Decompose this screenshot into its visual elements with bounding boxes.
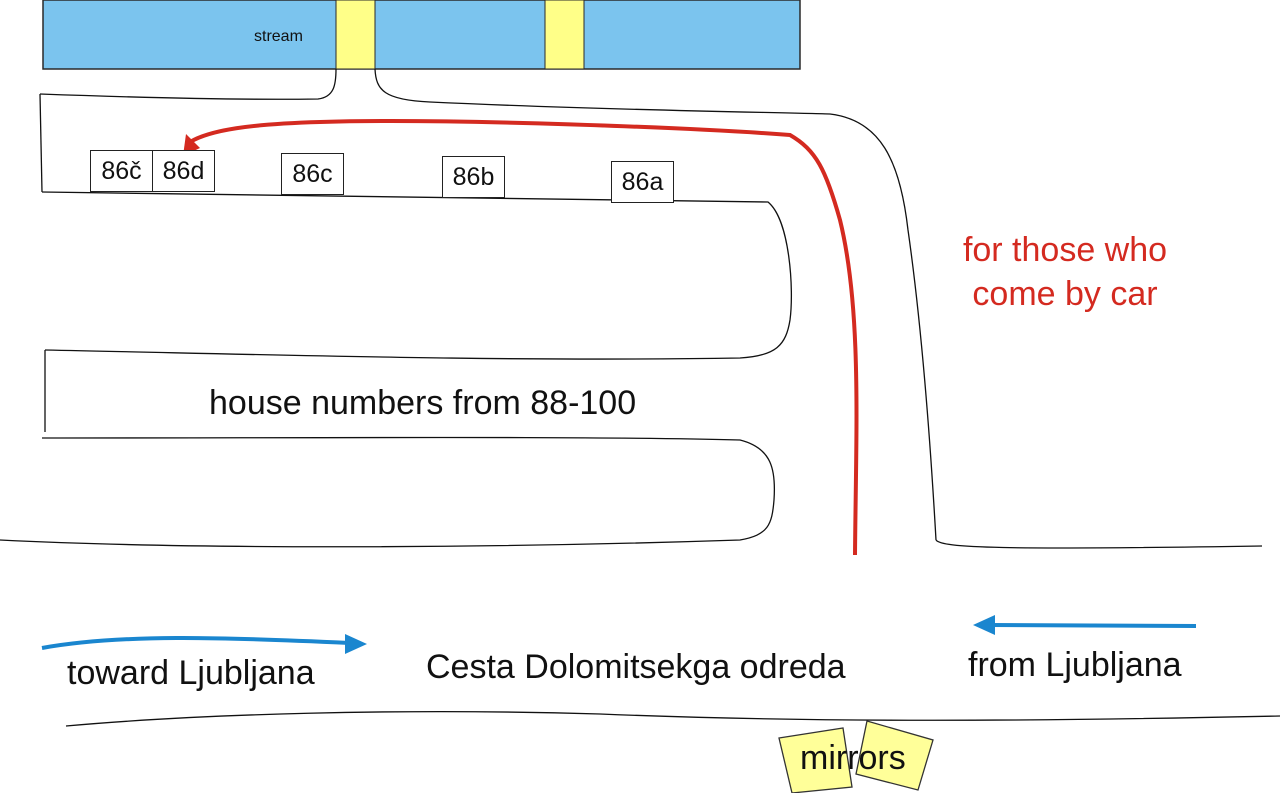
direction-left-line (989, 623, 1197, 628)
road-name-label: Cesta Dolomitsekga odreda (426, 648, 846, 686)
stream-water (42, 0, 801, 70)
mirrors-label: mirrors (800, 739, 906, 777)
side-road-right-edge-base (935, 539, 1263, 549)
mirror-left (778, 727, 853, 793)
car-route-note-line1: for those who (962, 231, 1168, 269)
upper-road-top-edge (39, 68, 337, 100)
car-route-note-line2: come by car (972, 275, 1158, 313)
arrow-right-icon (345, 634, 367, 654)
house-86c-caron: 86č (90, 150, 153, 192)
arrow-left-icon (973, 615, 995, 635)
upper-road-top-edge-right (374, 68, 937, 541)
house-86a: 86a (611, 161, 674, 203)
direction-from-label: from Ljubljana (968, 646, 1182, 684)
bridge-right (544, 0, 585, 70)
direction-right-line (41, 636, 351, 650)
middle-block-bottom-edge (0, 436, 776, 548)
upper-strip-left-edge (39, 93, 43, 193)
car-route-line (188, 119, 859, 556)
house-86b: 86b (442, 156, 505, 198)
house-86d: 86d (152, 150, 215, 192)
mirror-right (855, 720, 934, 791)
direction-toward-label: toward Ljubljana (67, 654, 315, 692)
house-86c: 86c (281, 153, 344, 195)
main-road-bottom-edge (65, 711, 1280, 727)
bridge-left (335, 0, 376, 70)
stream-label: stream (254, 28, 303, 45)
car-route-note: for those who come by car (940, 228, 1190, 316)
upper-strip-bottom-edge (41, 191, 792, 360)
block-label: house numbers from 88-100 (209, 384, 637, 422)
